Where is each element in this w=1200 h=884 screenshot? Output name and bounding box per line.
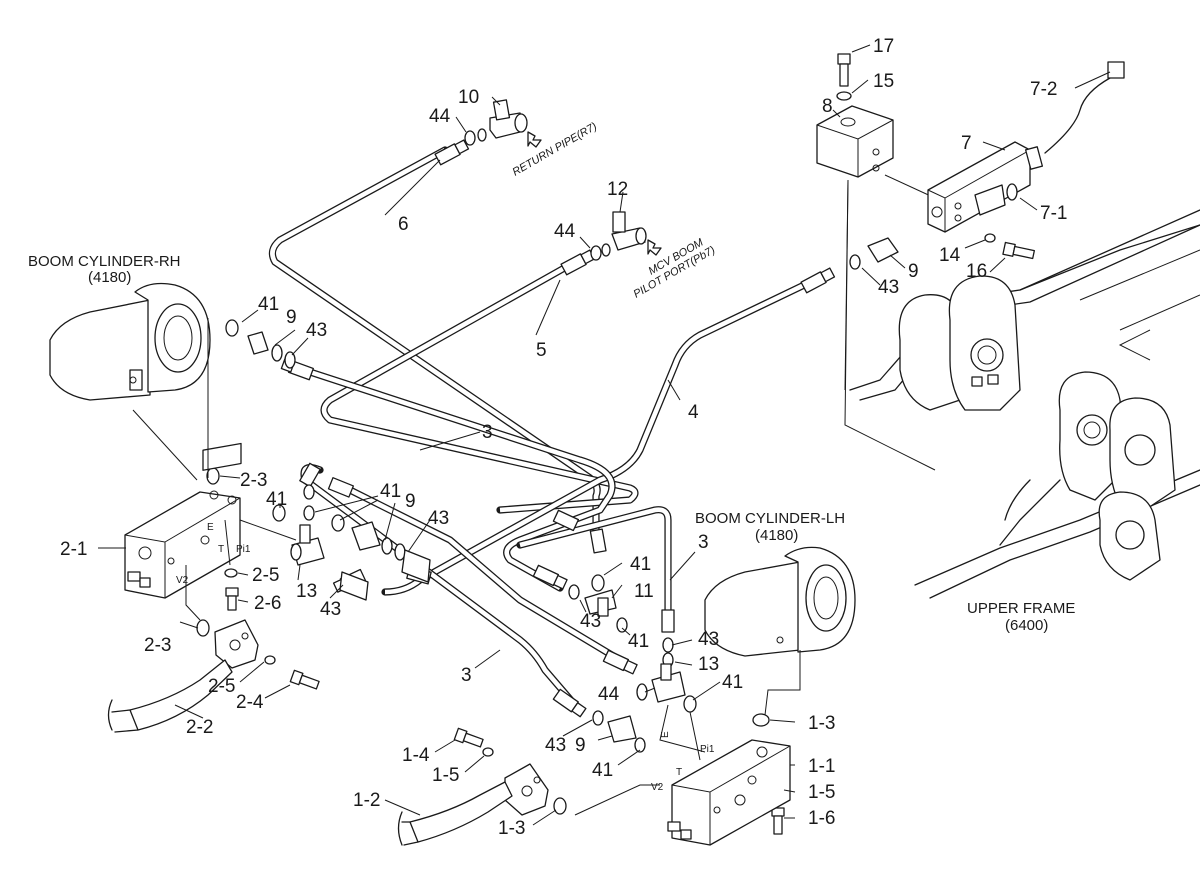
part-44-mid: 44 xyxy=(554,221,576,242)
part-41-lower-right: 41 xyxy=(722,672,743,693)
part-6: 6 xyxy=(398,214,409,235)
part-44-top: 44 xyxy=(429,106,451,127)
part-3-right: 3 xyxy=(698,532,709,553)
flange-1 xyxy=(397,763,549,846)
hose-6 xyxy=(268,146,601,549)
part-43-mid-left: 43 xyxy=(320,599,341,620)
part-9-top: 9 xyxy=(908,261,919,282)
bolt-2-4 xyxy=(289,669,320,690)
hose-3-middle xyxy=(336,481,624,664)
part-7-2: 7-2 xyxy=(1030,79,1057,100)
port-v2-1-1: V2 xyxy=(651,782,664,793)
boom-cylinder-lh xyxy=(704,546,856,657)
part-2-3-top: 2-3 xyxy=(240,470,267,491)
bolt-1-4 xyxy=(453,727,484,748)
part-41-2-1: 41 xyxy=(266,489,287,510)
arrows xyxy=(527,131,662,256)
part-41-bottom: 41 xyxy=(592,760,613,781)
bolt-2-6 xyxy=(225,587,239,611)
upper-frame xyxy=(849,209,1200,599)
part-43-top: 43 xyxy=(878,277,899,298)
part-13-right: 13 xyxy=(698,654,719,675)
part-8: 8 xyxy=(822,96,833,117)
label-boom-cylinder-lh-code: (4180) xyxy=(755,527,798,544)
part-2-4: 2-4 xyxy=(236,692,264,713)
part-2-1: 2-1 xyxy=(60,539,87,560)
part-2-5-top: 2-5 xyxy=(252,565,279,586)
part-number-labels: 17 15 7-2 10 44 8 7 6 12 7-1 44 14 16 9 … xyxy=(60,36,1067,839)
valve-block-2-1 xyxy=(124,442,242,599)
part-43-bottom: 43 xyxy=(545,735,566,756)
part-3-lower: 3 xyxy=(461,665,472,686)
part-9-left: 9 xyxy=(286,307,297,328)
part-7: 7 xyxy=(961,133,972,154)
part-17: 17 xyxy=(873,36,894,57)
rings-and-adapters xyxy=(196,91,996,815)
hose-3-right xyxy=(516,506,672,629)
port-e-2-1: E xyxy=(207,522,214,533)
label-upper-frame: UPPER FRAME xyxy=(967,600,1075,617)
port-v2-2-1: V2 xyxy=(176,575,189,586)
port-e-1-1: E xyxy=(660,731,671,738)
valve-block-1-1 xyxy=(667,739,791,846)
part-11: 11 xyxy=(634,581,654,602)
part-1-3-top: 1-3 xyxy=(808,713,835,734)
part-43-center: 43 xyxy=(428,508,449,529)
hose-4 xyxy=(381,271,829,596)
label-boom-cylinder-rh: BOOM CYLINDER-RH xyxy=(28,253,181,270)
part-9-center: 9 xyxy=(405,491,416,512)
sensor-7 xyxy=(927,61,1125,233)
part-43-right: 43 xyxy=(698,629,719,650)
bolt-16 xyxy=(1002,241,1036,260)
boom-cylinder-rh xyxy=(49,282,211,401)
part-41-center: 41 xyxy=(380,481,401,502)
part-14: 14 xyxy=(939,245,961,266)
part-4: 4 xyxy=(688,402,699,423)
part-5: 5 xyxy=(536,340,547,361)
bolt-1-6 xyxy=(771,807,785,835)
part-44-bottom: 44 xyxy=(598,684,620,705)
part-1-2: 1-2 xyxy=(353,790,380,811)
part-12: 12 xyxy=(607,179,628,200)
flange-2 xyxy=(107,619,259,733)
part-43-mid-right: 43 xyxy=(580,611,601,632)
part-10: 10 xyxy=(458,87,479,108)
part-1-3-bottom: 1-3 xyxy=(498,818,525,839)
part-1-5-left: 1-5 xyxy=(432,765,459,786)
part-13-left: 13 xyxy=(296,581,317,602)
part-1-1: 1-1 xyxy=(808,756,835,777)
part-1-4: 1-4 xyxy=(402,745,430,766)
part-15: 15 xyxy=(873,71,894,92)
part-43-left: 43 xyxy=(306,320,327,341)
part-2-3-bottom: 2-3 xyxy=(144,635,171,656)
part-3-upper: 3 xyxy=(482,422,493,443)
part-2-5-bottom: 2-5 xyxy=(208,676,235,697)
label-boom-cylinder-rh-code: (4180) xyxy=(88,269,131,286)
label-boom-cylinder-lh: BOOM CYLINDER-LH xyxy=(695,510,845,527)
part-9-bottom: 9 xyxy=(575,735,586,756)
part-41-right: 41 xyxy=(630,554,651,575)
part-1-5-right: 1-5 xyxy=(808,782,835,803)
part-41-left: 41 xyxy=(258,294,279,315)
leader-lines xyxy=(98,44,1111,826)
port-t-2-1: T xyxy=(218,544,224,555)
part-2-2: 2-2 xyxy=(186,717,213,738)
port-pi1-2-1: Pi1 xyxy=(236,544,251,555)
bolts xyxy=(225,53,1036,835)
label-upper-frame-code: (6400) xyxy=(1005,617,1048,634)
hose-3-upper xyxy=(306,368,616,592)
part-1-6: 1-6 xyxy=(808,808,835,829)
part-7-1: 7-1 xyxy=(1040,203,1067,224)
part-16: 16 xyxy=(966,261,987,282)
bolt-17 xyxy=(837,53,851,87)
hose-5 xyxy=(320,258,639,514)
port-t-1-1: T xyxy=(676,767,682,778)
port-pi1-1-1: Pi1 xyxy=(700,744,715,755)
block-8 xyxy=(816,105,894,178)
part-2-6: 2-6 xyxy=(254,593,281,614)
part-41-mid-right: 41 xyxy=(628,631,649,652)
